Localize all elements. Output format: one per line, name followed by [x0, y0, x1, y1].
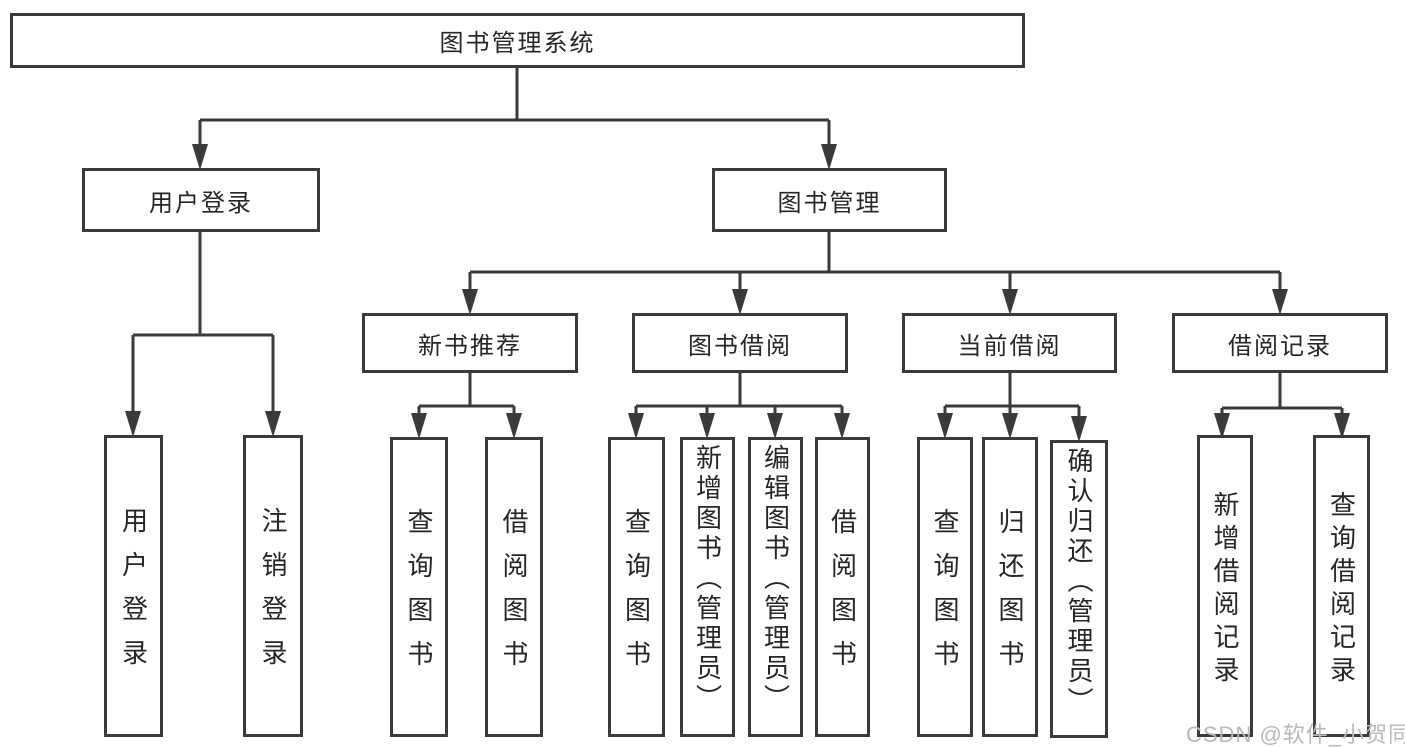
node-user-login-label: 用户登录: [149, 189, 253, 217]
leaf-br-query-record-label: 查询借阅记录: [1326, 490, 1357, 689]
leaf-bb-query-books-label: 查询图书: [621, 508, 652, 684]
arrowhead: [1071, 416, 1087, 442]
leaf-br-query-record: 查询借阅记录: [1313, 435, 1370, 737]
leaf-user-login: 用户登录: [104, 435, 163, 737]
arrowhead: [462, 289, 478, 315]
node-root: 图书管理系统: [10, 13, 1025, 68]
leaf-bb-add-books-admin-label: 新增图书（管理员）: [692, 444, 723, 714]
leaf-bb-edit-books-admin: 编辑图书（管理员）: [748, 437, 803, 737]
leaf-br-add-record: 新增借阅记录: [1197, 435, 1253, 737]
leaf-user-login-label: 用户登录: [118, 507, 149, 683]
csdn-watermark: CSDN @软件_小贺同学: [1186, 722, 1405, 747]
arrowhead: [699, 413, 715, 439]
connector-bookmgmt-to-level3: [468, 232, 1282, 311]
arrowhead: [506, 413, 522, 439]
leaf-cb-return-books-label: 归还图书: [995, 508, 1025, 684]
arrowhead: [732, 289, 748, 315]
leaf-bb-query-books: 查询图书: [608, 437, 665, 737]
node-new-book-rec: 新书推荐: [362, 313, 578, 373]
arrowhead: [125, 411, 141, 437]
connector-root-to-level2: [198, 68, 831, 166]
connector-userlogin-to-leaves: [131, 232, 275, 433]
arrowhead: [767, 413, 783, 439]
arrowhead: [411, 413, 427, 439]
node-new-book-rec-label: 新书推荐: [418, 332, 522, 360]
arrowhead: [1334, 413, 1350, 439]
arrowhead: [937, 413, 953, 439]
node-current-borrow-label: 当前借阅: [957, 332, 1062, 360]
arrowhead: [265, 411, 281, 437]
arrowheads: [125, 144, 1350, 442]
leaf-logout: 注销登录: [243, 435, 303, 737]
leaf-cb-confirm-return-admin-label: 确认归还（管理员）: [1064, 447, 1094, 717]
leaf-bb-borrow-books-label: 借阅图书: [827, 508, 858, 684]
node-book-mgmt-label: 图书管理: [777, 189, 882, 217]
leaf-cb-query-books: 查询图书: [917, 437, 973, 737]
leaf-nb-borrow-books-label: 借阅图书: [499, 508, 529, 684]
node-book-mgmt: 图书管理: [712, 168, 947, 232]
arrowhead: [834, 413, 850, 439]
leaf-bb-borrow-books: 借阅图书: [815, 437, 870, 737]
node-book-borrow: 图书借阅: [632, 313, 848, 373]
leaf-br-add-record-label: 新增借阅记录: [1210, 490, 1240, 689]
leaf-cb-return-books: 归还图书: [982, 437, 1038, 737]
leaf-nb-query-books-label: 查询图书: [404, 508, 434, 684]
arrowhead: [821, 144, 837, 170]
connector-newbook-to-leaves: [417, 373, 516, 435]
leaf-logout-label: 注销登录: [258, 507, 288, 683]
leaf-nb-borrow-books: 借阅图书: [485, 437, 543, 737]
arrowhead: [628, 413, 644, 439]
node-book-borrow-label: 图书借阅: [688, 332, 792, 360]
leaf-cb-query-books-label: 查询图书: [930, 508, 960, 684]
leaf-bb-add-books-admin: 新增图书（管理员）: [680, 437, 735, 737]
connector-borrow-to-leaves: [634, 373, 844, 435]
leaf-cb-confirm-return-admin: 确认归还（管理员）: [1050, 440, 1108, 738]
leaf-nb-query-books: 查询图书: [390, 437, 448, 737]
node-borrow-records: 借阅记录: [1172, 313, 1388, 373]
node-root-label: 图书管理系统: [439, 30, 596, 57]
node-current-borrow: 当前借阅: [902, 313, 1117, 373]
connector-records-to-leaves: [1220, 373, 1344, 435]
arrowhead: [1214, 413, 1230, 439]
node-user-login: 用户登录: [82, 168, 320, 232]
arrowhead: [1272, 289, 1288, 315]
arrowhead: [192, 144, 208, 170]
leaf-bb-edit-books-admin-label: 编辑图书（管理员）: [760, 444, 791, 714]
node-borrow-records-label: 借阅记录: [1228, 332, 1332, 360]
arrowhead: [1002, 289, 1018, 315]
arrowhead: [1002, 413, 1018, 439]
